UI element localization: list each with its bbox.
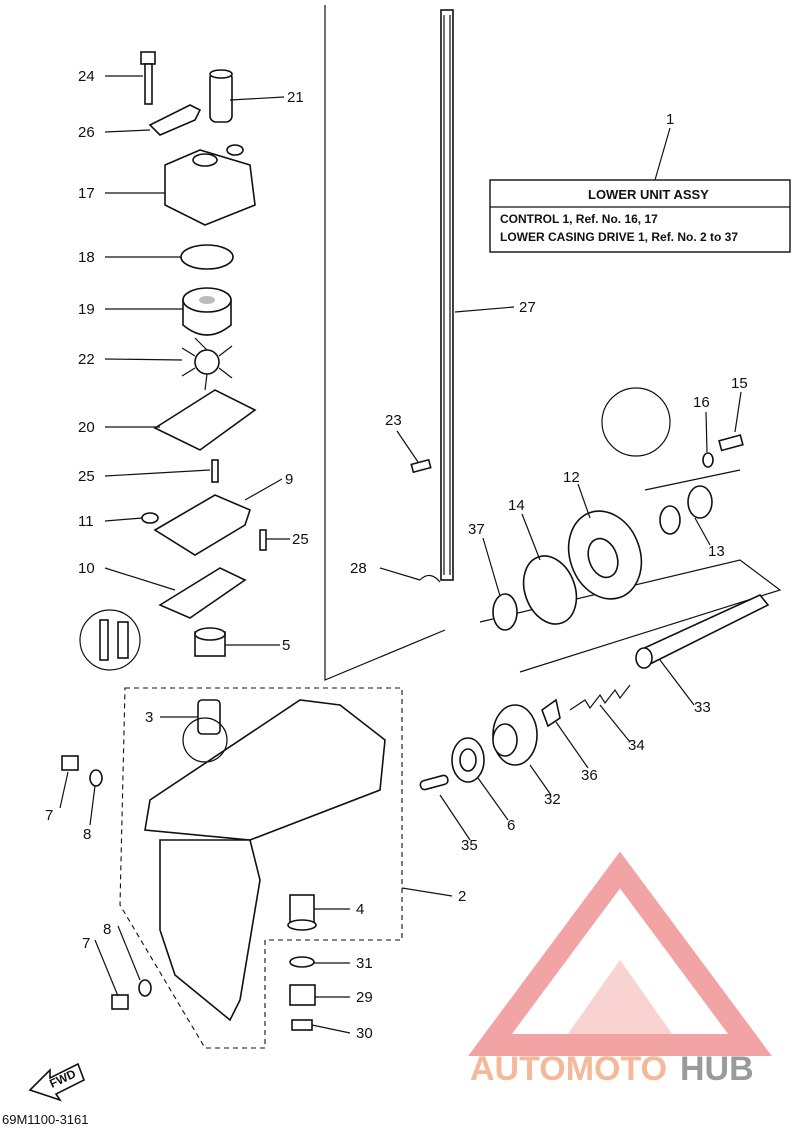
callout-12: 12 (563, 469, 580, 486)
assembly-line-1: CONTROL 1, Ref. No. 16, 17 (500, 212, 658, 226)
leader-lines (59, 75, 742, 1034)
callout-35: 35 (461, 837, 478, 854)
callout-24: 24 (78, 68, 95, 85)
o-ring-part (180, 244, 234, 270)
pump-housing (164, 144, 256, 226)
impeller-part (181, 337, 233, 391)
callout-15: 15 (731, 375, 748, 392)
callout-8a: 8 (83, 826, 91, 843)
callout-8b: 8 (103, 921, 111, 938)
callout-30: 30 (356, 1025, 373, 1042)
water-tube-part (209, 69, 233, 123)
plate-part (148, 104, 202, 136)
callout-19: 19 (78, 301, 95, 318)
callout-1: 1 (666, 111, 674, 128)
callout-26: 26 (78, 124, 95, 141)
callout-23: 23 (385, 412, 402, 429)
callout-14: 14 (508, 497, 525, 514)
outer-plate-part (153, 389, 257, 451)
callout-25b: 25 (292, 531, 309, 548)
assembly-info-box (489, 127, 791, 253)
callout-36: 36 (581, 767, 598, 784)
assembly-title: LOWER UNIT ASSY (588, 187, 709, 202)
callout-17: 17 (78, 185, 95, 202)
callout-22: 22 (78, 351, 95, 368)
callout-34: 34 (628, 737, 645, 754)
bushing-part (197, 699, 221, 735)
callout-20: 20 (78, 419, 95, 436)
callout-21: 21 (287, 89, 304, 106)
diagram-code: 69M1100-3161 (2, 1112, 89, 1127)
callout-7b: 7 (82, 935, 90, 952)
propeller-shaft (635, 594, 770, 669)
drive-shaft (440, 9, 454, 581)
callout-29: 29 (356, 989, 373, 1006)
assembly-line-2: LOWER CASING DRIVE 1, Ref. No. 2 to 37 (500, 230, 738, 244)
callout-25a: 25 (78, 468, 95, 485)
callout-10: 10 (78, 560, 95, 577)
fwd-arrow (28, 1062, 86, 1102)
lower-casing (144, 699, 386, 1022)
callout-37: 37 (468, 521, 485, 538)
svg-text:HUB: HUB (680, 1050, 754, 1088)
callout-2: 2 (458, 888, 466, 905)
svg-text:AUTOMOTO: AUTOMOTO (470, 1050, 667, 1088)
callout-33: 33 (694, 699, 711, 716)
callout-3: 3 (145, 709, 153, 726)
gasket-part (153, 494, 251, 556)
callout-4: 4 (356, 901, 364, 918)
callout-6: 6 (507, 817, 515, 834)
bolt-part (140, 51, 156, 105)
callout-31: 31 (356, 955, 373, 972)
watermark-logo (468, 851, 772, 1056)
callout-9: 9 (285, 471, 293, 488)
bearing-part (194, 627, 226, 657)
callout-labels: 24 21 26 17 18 19 22 20 25 9 11 25 10 5 … (45, 68, 748, 1042)
gasket-plate-part (158, 567, 247, 619)
forward-gear (492, 704, 538, 766)
callout-5: 5 (282, 637, 290, 654)
callout-13: 13 (708, 543, 725, 560)
callout-27: 27 (519, 299, 536, 316)
callout-18: 18 (78, 249, 95, 266)
cartridge-part (182, 287, 232, 336)
watermark-text: AUTOMOTO HUB (470, 1050, 754, 1088)
callout-28: 28 (350, 560, 367, 577)
prop-shaft-housing (567, 510, 643, 600)
callout-16: 16 (693, 394, 710, 411)
callout-11: 11 (78, 513, 94, 530)
callout-32: 32 (544, 791, 561, 808)
callout-7a: 7 (45, 807, 53, 824)
